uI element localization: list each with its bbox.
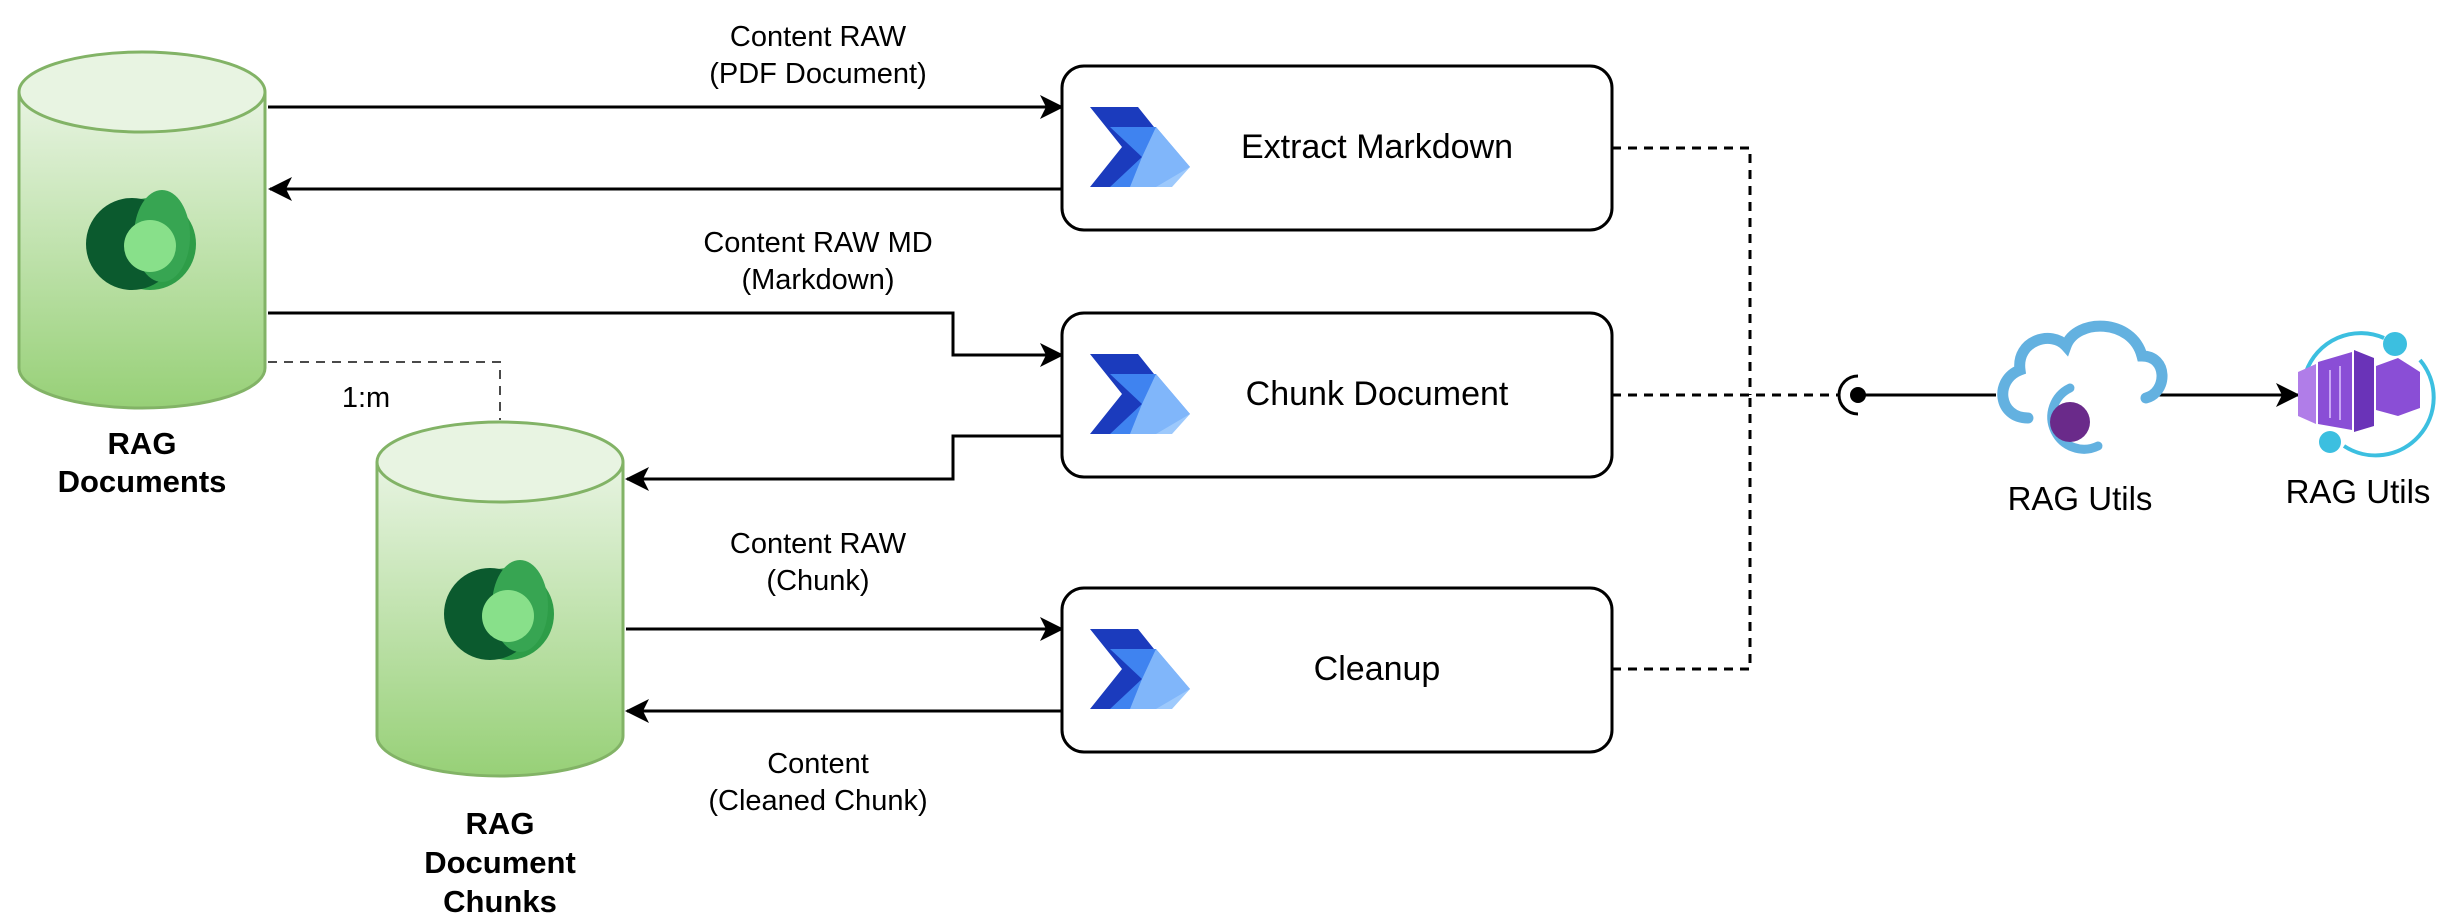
table-label-line: RAG: [108, 426, 177, 461]
edge-documents-to-chunk: [268, 311, 1064, 367]
flow-label-line: Content RAW: [730, 528, 907, 560]
table-label-line: Chunks: [443, 884, 557, 919]
table-label-line: Documents: [58, 464, 227, 499]
relationship-label: 1:m: [342, 382, 390, 414]
flow-label-line: Content: [767, 748, 869, 780]
rag-utils-connector[interactable]: RAG Utils: [1997, 320, 2168, 517]
flow-label-line: (PDF Document): [709, 58, 927, 90]
flow-label-line: (Cleaned Chunk): [708, 785, 927, 817]
service-label: RAG Utils: [2286, 473, 2431, 510]
cloud-connector-icon: [1997, 320, 2168, 454]
process-extract-markdown[interactable]: Extract Markdown: [1060, 64, 1614, 232]
flow-label-line: Content RAW: [730, 21, 907, 53]
table-label-line: Document: [424, 845, 576, 880]
dependency-line-extract: [1612, 146, 1752, 395]
process-label: Extract Markdown: [1241, 128, 1513, 166]
service-label: RAG Utils: [2008, 480, 2153, 517]
process-cleanup[interactable]: Cleanup: [1060, 586, 1614, 754]
process-label: Chunk Document: [1246, 375, 1509, 413]
table-rag-document-chunks[interactable]: [375, 420, 625, 778]
process-label: Cleanup: [1314, 650, 1441, 688]
flow-label-line: (Chunk): [766, 565, 869, 597]
function-app-icon: [2298, 331, 2436, 458]
flow-label-line: (Markdown): [741, 264, 894, 296]
relationship-line: [268, 361, 501, 420]
flow-label-line: Content RAW MD: [703, 227, 932, 259]
table-rag-documents[interactable]: [17, 50, 267, 410]
process-chunk-document[interactable]: Chunk Document: [1060, 311, 1614, 479]
dependency-line-cleanup: [1612, 395, 1752, 671]
edge-chunk-to-chunks: [625, 434, 1062, 491]
table-label-line: RAG: [466, 806, 535, 841]
rag-utils-function[interactable]: RAG Utils: [2286, 331, 2436, 510]
interface-socket-icon: [1837, 374, 1859, 416]
